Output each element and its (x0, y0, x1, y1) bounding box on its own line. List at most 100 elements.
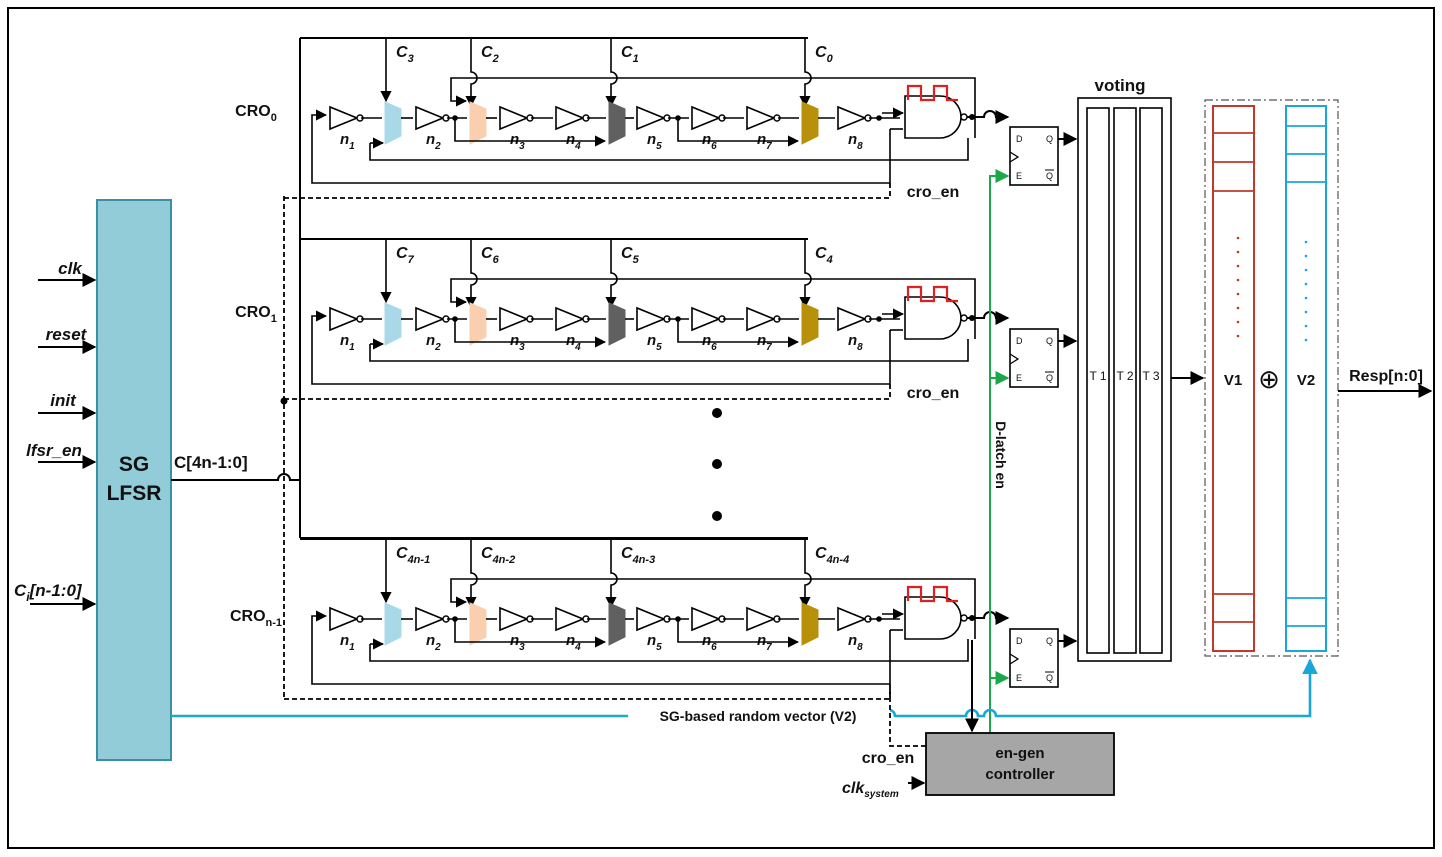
v2-dot (1304, 282, 1308, 286)
control-label-base: C (396, 545, 408, 562)
voting-label-t3: T 3 (1142, 369, 1159, 383)
inverter-label-sub: 5 (656, 342, 662, 353)
inverter-label-sub: 3 (519, 342, 525, 353)
control-label: C2 (481, 44, 499, 65)
control-label: C0 (815, 44, 834, 65)
inverter-label-sub: 2 (434, 141, 441, 152)
inverter-label-base: n (426, 632, 435, 649)
bypass-wire (677, 118, 800, 147)
ellipsis-dot (712, 511, 722, 521)
latch-qbar: Q (1046, 673, 1053, 683)
control-label-base: C (621, 545, 633, 562)
latch-d: D (1016, 636, 1023, 646)
control-drop (465, 539, 478, 609)
control-label-base: C (481, 44, 493, 61)
control-label: C3 (396, 44, 414, 65)
inverter-label: n4 (566, 632, 581, 653)
mux-3 (801, 101, 819, 145)
clock-triangle (1009, 151, 1020, 163)
inverter-label-sub: 8 (857, 342, 863, 353)
inverter (746, 105, 777, 131)
mux-3 (801, 602, 819, 646)
junction-dot (876, 115, 882, 121)
inverter-label-sub: 7 (766, 342, 772, 353)
inverter (499, 105, 530, 131)
inverter-label: n2 (426, 632, 441, 653)
cro-en-dashed (284, 684, 891, 700)
latch-qbar: Q (1046, 171, 1053, 181)
inverter-label-base: n (426, 131, 435, 148)
voting-label-t1: T 1 (1089, 369, 1106, 383)
inverter-label: n7 (757, 332, 772, 353)
response-label: Resp[n:0] (1349, 368, 1423, 385)
v2-dot (1304, 324, 1308, 328)
v1-dot (1236, 306, 1240, 310)
mux-1 (469, 602, 487, 646)
control-drop (799, 38, 812, 108)
cro-label: CRO0 (235, 103, 277, 124)
latch-e: E (1016, 673, 1022, 683)
inverter (499, 606, 530, 632)
inverter-label: n6 (702, 632, 717, 653)
inverter-label-base: n (510, 131, 519, 148)
control-label-sub: 4n-3 (632, 554, 656, 566)
inverter (691, 606, 722, 632)
lfsr-input-reset: reset (46, 325, 88, 344)
and-output (967, 110, 1010, 124)
latch-box (1009, 328, 1059, 388)
vector-v1 (1212, 105, 1255, 652)
inverter-label: n3 (510, 131, 525, 152)
inverter (837, 306, 868, 332)
inverter-label-sub: 8 (857, 141, 863, 152)
v1-dot (1236, 236, 1240, 240)
control-label-base: C (481, 245, 493, 262)
inverter (415, 105, 446, 131)
control-label-base: C (621, 44, 633, 61)
latch-d: D (1016, 134, 1023, 144)
inverter-label-sub: 6 (711, 642, 717, 653)
inverter-label-sub: 2 (434, 342, 441, 353)
mux-2 (608, 602, 626, 646)
control-drop (799, 239, 812, 309)
random-vector-label: SG-based random vector (V2) (660, 708, 857, 724)
control-label: C4n-1 (396, 545, 430, 566)
control-label-base: C (621, 245, 633, 262)
inverter (691, 105, 722, 131)
inverter-label-base: n (340, 131, 349, 148)
v1-dot (1236, 334, 1240, 338)
inverter-label-sub: 6 (711, 342, 717, 353)
control-label: C1 (621, 44, 639, 65)
control-label-base: C (396, 245, 408, 262)
junction-dot (969, 315, 975, 321)
inverter (415, 306, 446, 332)
inverter (746, 306, 777, 332)
inverter-label-base: n (848, 632, 857, 649)
control-label: C7 (396, 245, 415, 266)
cro-label-base: CRO (235, 103, 271, 120)
and-gate (904, 95, 962, 139)
inverter-label-base: n (647, 131, 656, 148)
feedback-top-wire (450, 578, 976, 639)
en-gen-controller (925, 732, 1115, 796)
inverter-label: n3 (510, 632, 525, 653)
inverter-label-base: n (848, 131, 857, 148)
inverter-label-base: n (566, 332, 575, 349)
inverter-label-base: n (647, 332, 656, 349)
bypass-wire (454, 619, 607, 648)
vector-v1-label: V1 (1224, 372, 1242, 389)
inverter-label: n7 (757, 632, 772, 653)
control-label-sub: 4n-1 (407, 554, 431, 566)
cro-en-dashed (284, 384, 891, 400)
junction-dot (969, 114, 975, 120)
square-wave (906, 285, 958, 303)
control-drop (605, 239, 618, 309)
lfsr-input-init: init (50, 391, 77, 410)
mux-0 (384, 302, 402, 346)
square-wave (906, 585, 958, 603)
cro-en-label: cro_en (907, 184, 959, 201)
voting-label-t2: T 2 (1116, 369, 1133, 383)
latch-d: D (1016, 336, 1023, 346)
